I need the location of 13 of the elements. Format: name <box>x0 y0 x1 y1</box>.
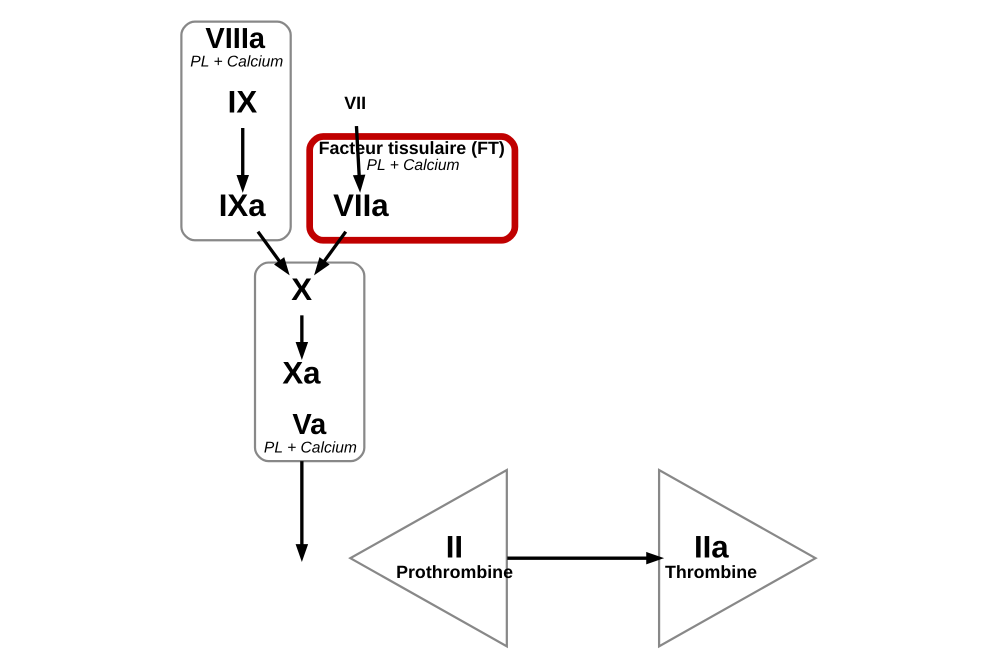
node-text: Xa <box>282 355 320 390</box>
node-text: IX <box>227 84 257 120</box>
arrow <box>295 315 308 360</box>
node-text: VII <box>344 92 366 113</box>
arrow <box>295 461 308 562</box>
arrow <box>506 552 664 564</box>
arrow <box>314 230 347 276</box>
node-text: IXa <box>218 188 266 224</box>
node-text: X <box>290 272 312 307</box>
arrow <box>352 126 365 193</box>
arrow <box>256 230 290 276</box>
node-text: VIIa <box>332 188 388 224</box>
arrow <box>236 128 248 193</box>
